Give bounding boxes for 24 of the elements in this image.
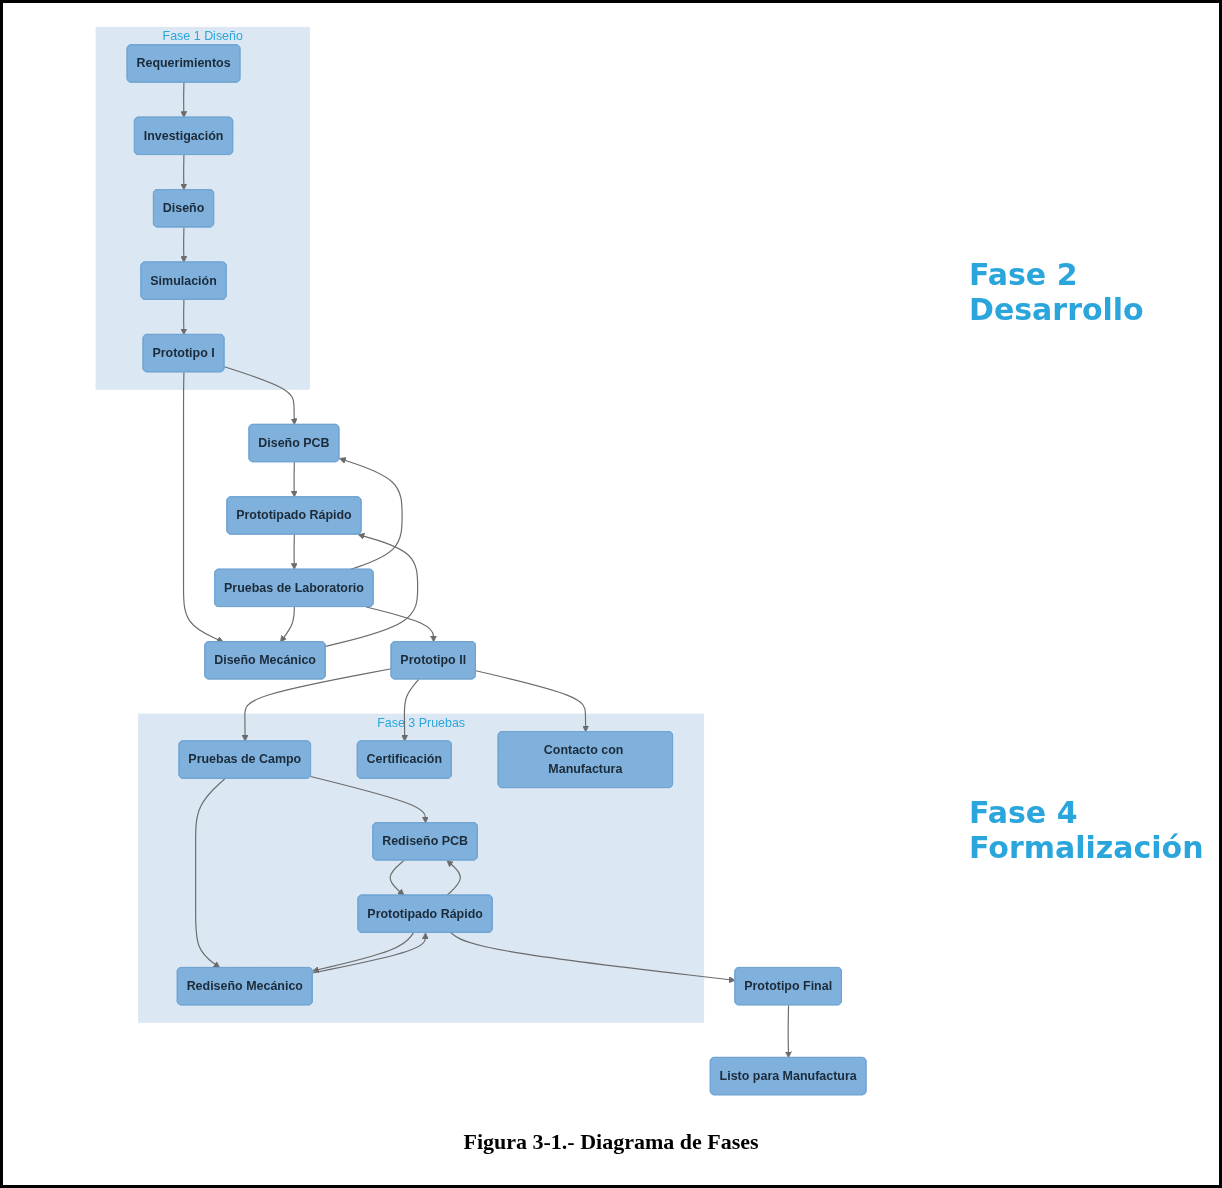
arrow — [241, 668, 392, 742]
arrow — [180, 299, 188, 336]
arrow — [325, 532, 419, 647]
arrow — [182, 371, 224, 643]
arrow — [280, 606, 295, 643]
arrow — [180, 81, 188, 118]
phase-label: Fase 2 Desarrollo — [969, 257, 1145, 327]
arrow — [195, 778, 226, 969]
arrow — [389, 859, 405, 896]
arrow — [475, 670, 590, 733]
arrow — [223, 366, 298, 426]
arrow — [446, 860, 461, 896]
arrow — [309, 775, 429, 824]
caption: Figura 3-1.- Diagrama de Fases — [463, 1129, 759, 1155]
arrow — [401, 678, 420, 742]
arrow — [339, 457, 403, 571]
arrow — [180, 154, 188, 191]
arrow — [450, 932, 736, 984]
arrow — [785, 1004, 792, 1059]
arrow — [290, 461, 298, 498]
arrow — [180, 226, 188, 263]
phase-label: Fase 4 Formalización — [969, 795, 1205, 865]
arrow — [365, 606, 437, 643]
arrow — [290, 533, 298, 570]
